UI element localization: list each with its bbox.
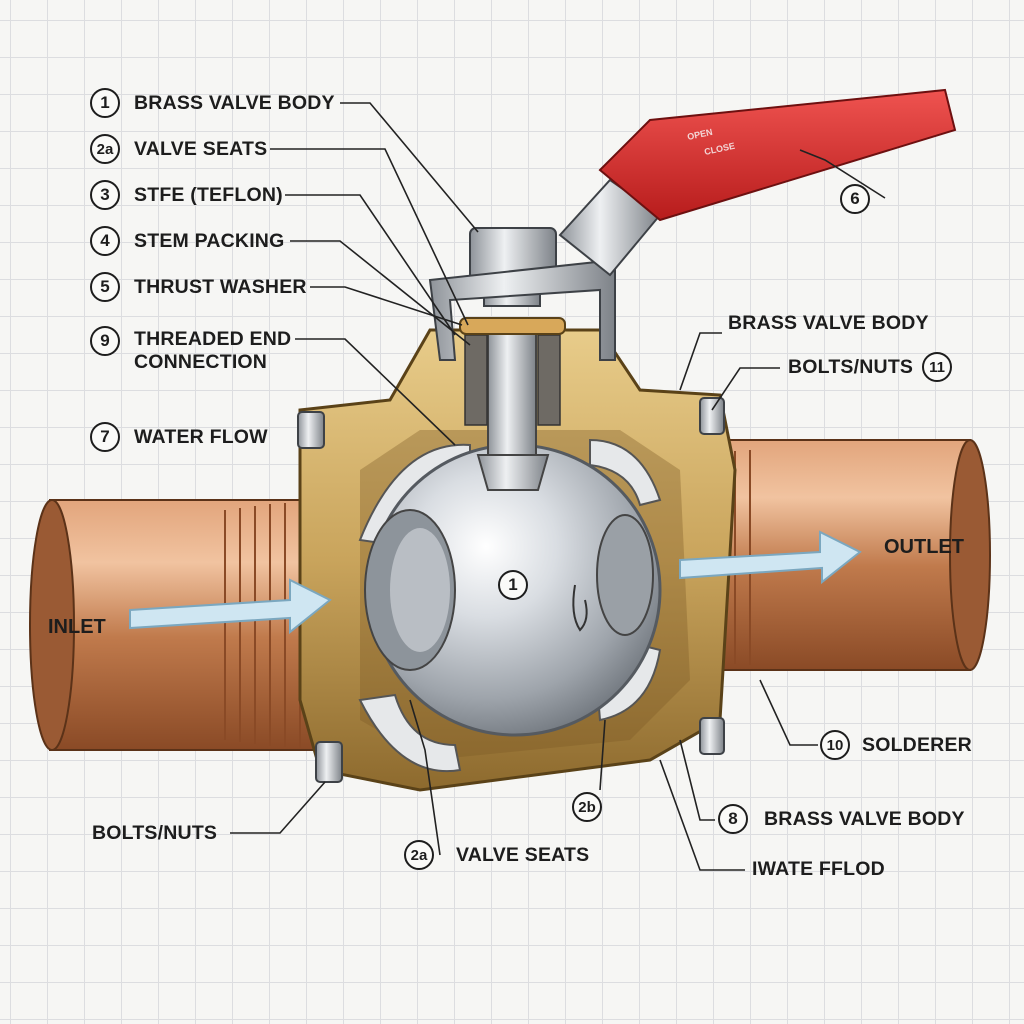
callout-number: 8 bbox=[718, 804, 748, 834]
callout-number-ball: 1 bbox=[498, 570, 528, 600]
leader-lines bbox=[230, 102, 886, 871]
label-brass-valve-body: BRASS VALVE BODY bbox=[134, 92, 335, 114]
label-threaded-end: THREADED END bbox=[134, 328, 292, 350]
handle-lever: OPEN CLOSE bbox=[428, 88, 957, 361]
flow-arrows bbox=[129, 530, 862, 635]
callout-number: 9 bbox=[90, 326, 120, 356]
inlet-label: INLET bbox=[48, 616, 106, 638]
label-iwate-fflod: IWATE FFLOD bbox=[752, 858, 885, 880]
callout-number: 2a bbox=[404, 840, 434, 870]
label-valve-seats-bottom: VALVE SEATS bbox=[456, 844, 590, 866]
label-brass-valve-body-right: BRASS VALVE BODY bbox=[728, 312, 929, 334]
callout-number: 2a bbox=[90, 134, 120, 164]
label-water-flow: WATER FLOW bbox=[134, 426, 268, 448]
callout-number: 4 bbox=[90, 226, 120, 256]
label-solderer: SOLDERER bbox=[862, 734, 972, 756]
label-valve-seats: VALVE SEATS bbox=[134, 138, 268, 160]
label-thrust-washer: THRUST WASHER bbox=[134, 276, 307, 298]
callout-number: 7 bbox=[90, 422, 120, 452]
label-brass-valve-body-bottom: BRASS VALVE BODY bbox=[764, 808, 965, 830]
callout-number: 3 bbox=[90, 180, 120, 210]
label-connection: CONNECTION bbox=[134, 351, 268, 373]
callout-number: 11 bbox=[922, 352, 952, 382]
label-bolts-nuts-right: BOLTS/NUTS bbox=[788, 356, 914, 378]
label-bolts-nuts-left: BOLTS/NUTS bbox=[92, 822, 218, 844]
callout-number: 10 bbox=[820, 730, 850, 760]
callout-number: 6 bbox=[840, 184, 870, 214]
label-stfe-teflon: STFE (TEFLON) bbox=[134, 184, 283, 206]
callout-number: 5 bbox=[90, 272, 120, 302]
callout-number: 1 bbox=[90, 88, 120, 118]
callout-number: 2b bbox=[572, 792, 602, 822]
label-stem-packing: STEM PACKING bbox=[134, 230, 285, 252]
bolts bbox=[297, 397, 725, 783]
outlet-label: OUTLET bbox=[884, 536, 964, 558]
